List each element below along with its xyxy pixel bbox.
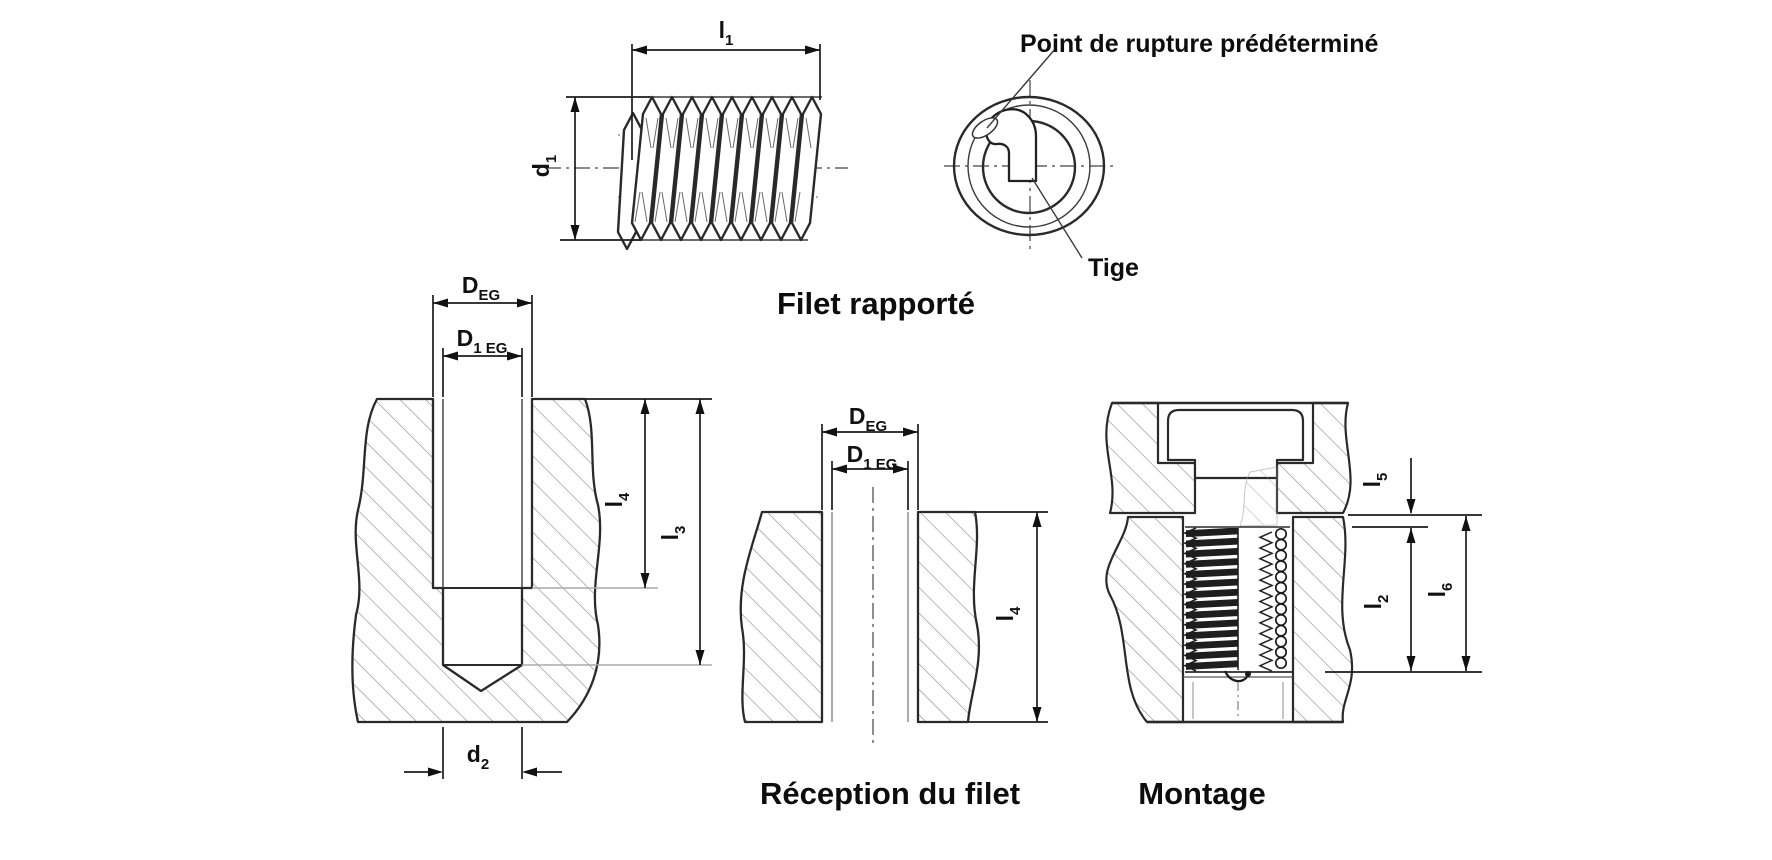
coil-teeth xyxy=(630,95,823,242)
mid-coil-circle xyxy=(967,104,1091,228)
dim-deg-left: DEG xyxy=(432,272,533,397)
insert-coil-sections xyxy=(1274,527,1288,670)
dim-d1eg-mid: D1 EG xyxy=(831,441,909,510)
dim-label-l3: l3 xyxy=(657,526,689,541)
sectioned-block-right xyxy=(916,510,981,724)
dim-l3: l3 xyxy=(657,399,705,665)
dim-l6: l6 xyxy=(1424,516,1471,671)
coil-flank-marks xyxy=(634,117,812,223)
title-filet-rapporte: Filet rapporté xyxy=(777,286,975,321)
arrowhead xyxy=(632,45,647,55)
screw-break-region xyxy=(1239,466,1278,527)
title-montage: Montage xyxy=(1138,776,1265,811)
dim-label-deg: DEG xyxy=(462,272,500,304)
insert-end-view: Point de rupture prédéterminé Tige xyxy=(944,30,1378,282)
dim-label-l2: l2 xyxy=(1360,595,1392,610)
insert-coil-sawtooth-edge xyxy=(1183,527,1198,672)
dim-l1: l1 xyxy=(631,17,821,160)
dim-d1: d1 xyxy=(528,96,650,241)
insert-tang-detail xyxy=(1223,670,1248,683)
dim-d2: d2 xyxy=(404,727,562,779)
insert-side-view: l1 d1 xyxy=(528,17,848,251)
dim-l2: l2 xyxy=(1360,528,1416,671)
sectioned-block-left xyxy=(739,510,824,724)
dim-label-d1eg: D1 EG xyxy=(847,441,898,473)
dim-label-l6: l6 xyxy=(1424,583,1456,598)
callout-tang: Tige xyxy=(1088,254,1139,282)
dim-l4-left: l4 xyxy=(601,399,650,588)
sectioned-block xyxy=(351,397,602,724)
outer-coil-circle xyxy=(952,95,1106,237)
dim-deg-mid: DEG xyxy=(821,403,919,510)
callout-breaking-point: Point de rupture prédéterminé xyxy=(1020,30,1378,58)
reception-view: DEG D1 EG l4 Réception du filet xyxy=(739,403,1048,811)
dim-l4-mid: l4 xyxy=(992,512,1042,722)
montage-view: l5 l2 l6 Montage xyxy=(1105,401,1482,811)
arrowhead xyxy=(570,225,580,240)
upper-plate-right xyxy=(1275,401,1352,515)
title-reception: Réception du filet xyxy=(760,776,1020,811)
screw-thread-zigzag xyxy=(1258,531,1274,672)
screw-head xyxy=(1166,408,1305,480)
lower-plate-right xyxy=(1291,515,1354,724)
breaking-point-leader xyxy=(986,47,1057,129)
dim-label-l4: l4 xyxy=(992,606,1024,621)
insert-tang-dot xyxy=(1245,671,1251,677)
lower-plate-left xyxy=(1105,515,1185,724)
arrowhead xyxy=(570,97,580,112)
dim-label-l4: l4 xyxy=(601,492,633,507)
dim-label-d2: d2 xyxy=(467,741,489,773)
hole-preparation-view: DEG D1 EG l4 l3 xyxy=(351,272,712,779)
dim-label-l1: l1 xyxy=(719,17,734,49)
dim-label-d1: d1 xyxy=(528,155,560,177)
dim-l5: l5 xyxy=(1359,458,1416,514)
dim-label-d1eg: D1 EG xyxy=(457,325,508,357)
dim-label-l5: l5 xyxy=(1359,473,1391,488)
arrowhead xyxy=(805,45,820,55)
dim-d1eg-left: D1 EG xyxy=(442,325,523,397)
tang-leader xyxy=(1031,177,1083,259)
dim-label-deg: DEG xyxy=(849,403,887,435)
tang-hook xyxy=(985,108,1038,183)
